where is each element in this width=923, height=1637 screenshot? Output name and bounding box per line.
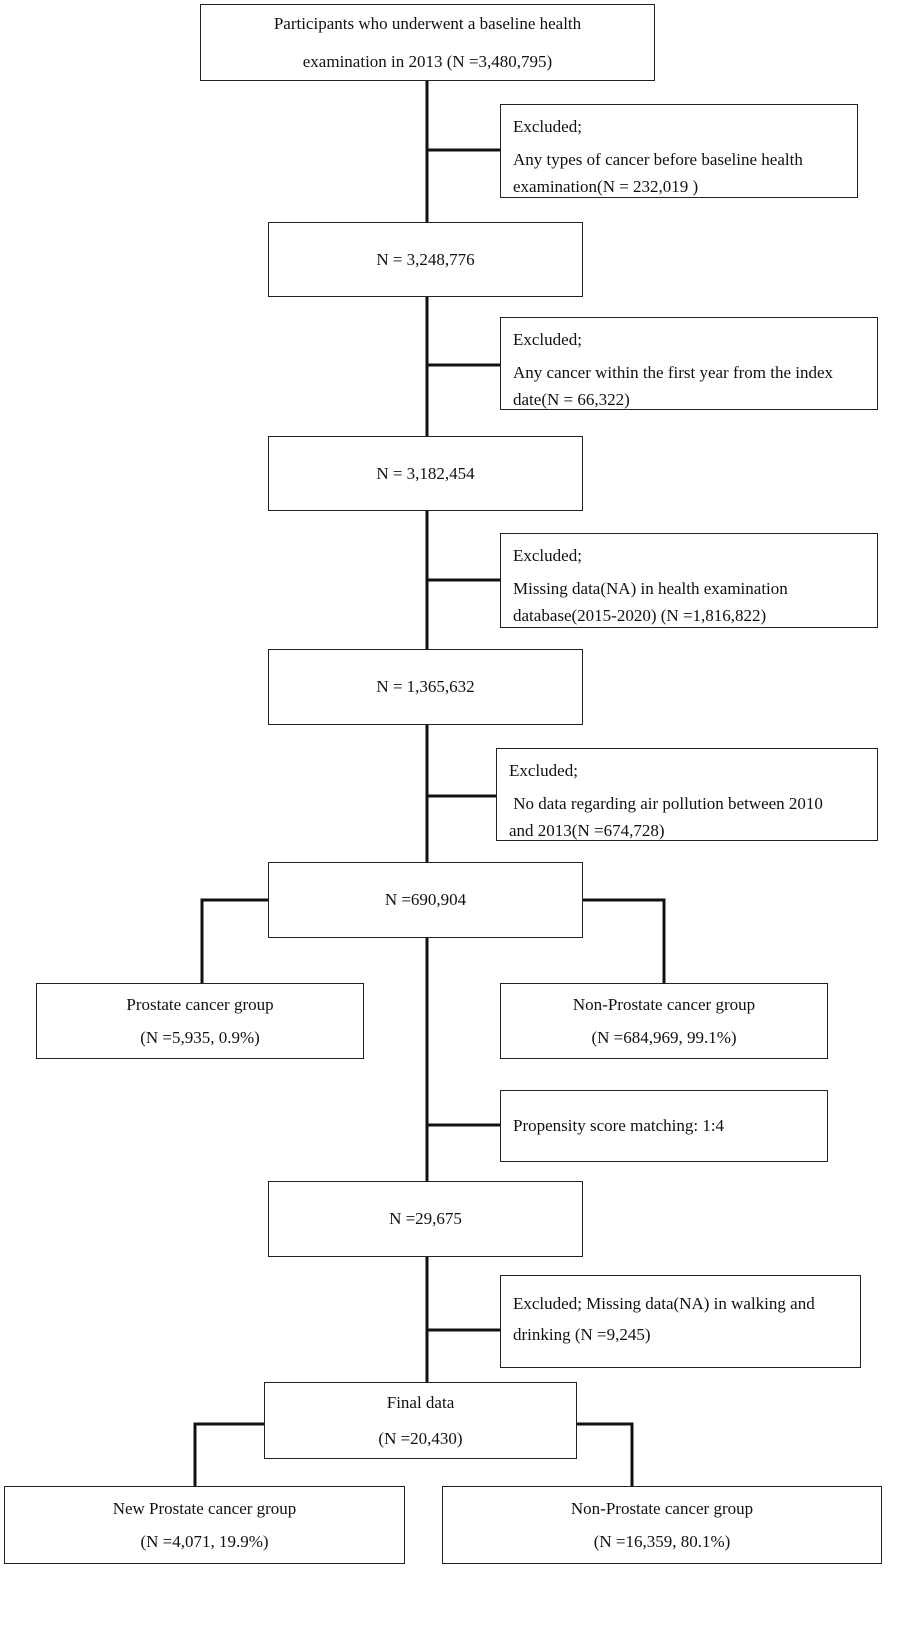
- non-prostate-group-box: Non-Prostate cancer group (N =684,969, 9…: [500, 983, 828, 1059]
- count-5-text: N =29,675: [389, 1209, 462, 1229]
- branch-newprostate: [193, 1422, 265, 1487]
- final-data-count: (N =20,430): [378, 1428, 463, 1448]
- exclusion-4-line-2: and 2013(N =674,728): [509, 821, 665, 841]
- new-prostate-group-count: (N =4,071, 19.9%): [140, 1532, 269, 1551]
- exclusion-box-3: Excluded; Missing data(NA) in health exa…: [500, 533, 878, 628]
- branch-nonprostate: [582, 898, 666, 984]
- count-box-4: N =690,904: [268, 862, 583, 938]
- prostate-group-count: (N =5,935, 0.9%): [140, 1028, 260, 1047]
- non-prostate-group-count: (N =684,969, 99.1%): [591, 1028, 737, 1047]
- final-data-title: Final data: [386, 1393, 455, 1413]
- non-prostate-group-2-title: Non-Prostate cancer group: [570, 1498, 754, 1518]
- non-prostate-group-2-count: (N =16,359, 80.1%): [593, 1532, 731, 1551]
- propensity-matching-text: Propensity score matching: 1:4: [513, 1116, 725, 1136]
- exclusion-3-line-2: database(2015-2020) (N =1,816,822): [513, 606, 767, 626]
- non-prostate-group-2-box: Non-Prostate cancer group (N =16,359, 80…: [442, 1486, 882, 1564]
- branch-prostate: [200, 898, 268, 984]
- count-2-text: N = 3,182,454: [376, 463, 475, 483]
- exclusion-3-title: Excluded;: [513, 546, 582, 565]
- exclusion-2-line-1: Any cancer within the first year from th…: [513, 363, 834, 383]
- final-data-box: Final data (N =20,430): [264, 1382, 577, 1459]
- exclusion-box-5: Excluded; Missing data(NA) in walking an…: [500, 1275, 861, 1368]
- baseline-line-1: Participants who underwent a baseline he…: [273, 13, 582, 33]
- baseline-line-2: examination in 2013 (N =3,480,795): [302, 51, 553, 71]
- exclusion-2-title: Excluded;: [513, 330, 582, 349]
- prostate-group-box: Prostate cancer group (N =5,935, 0.9%): [36, 983, 364, 1059]
- exclusion-1-title: Excluded;: [513, 117, 582, 136]
- new-prostate-group-title: New Prostate cancer group: [112, 1498, 297, 1518]
- exclusion-4-line-1: No data regarding air pollution between …: [509, 794, 823, 814]
- exclusion-3-line-1: Missing data(NA) in health examination: [513, 579, 788, 599]
- branch-nonprostate2: [576, 1422, 634, 1487]
- count-4-text: N =690,904: [384, 890, 467, 910]
- exclusion-5-line-2: drinking (N =9,245): [513, 1325, 651, 1345]
- exclusion-box-2: Excluded; Any cancer within the first ye…: [500, 317, 878, 410]
- exclusion-4-title: Excluded;: [509, 761, 578, 780]
- exclusion-box-1: Excluded; Any types of cancer before bas…: [500, 104, 858, 198]
- baseline-box: Participants who underwent a baseline he…: [200, 4, 655, 81]
- exclusion-box-4: Excluded; No data regarding air pollutio…: [496, 748, 878, 841]
- exclusion-5-line-1: Excluded; Missing data(NA) in walking an…: [513, 1294, 815, 1313]
- count-1-text: N = 3,248,776: [376, 249, 475, 269]
- exclusion-1-line-1: Any types of cancer before baseline heal…: [513, 150, 803, 170]
- count-box-5: N =29,675: [268, 1181, 583, 1257]
- new-prostate-group-box: New Prostate cancer group (N =4,071, 19.…: [4, 1486, 405, 1564]
- count-box-2: N = 3,182,454: [268, 436, 583, 511]
- non-prostate-group-title: Non-Prostate cancer group: [572, 994, 756, 1014]
- propensity-matching-box: Propensity score matching: 1:4: [500, 1090, 828, 1162]
- count-box-1: N = 3,248,776: [268, 222, 583, 297]
- count-3-text: N = 1,365,632: [376, 677, 475, 697]
- prostate-group-title: Prostate cancer group: [126, 994, 274, 1014]
- exclusion-2-line-2: date(N = 66,322): [513, 390, 630, 410]
- exclusion-1-line-2: examination(N = 232,019 ): [513, 177, 699, 197]
- count-box-3: N = 1,365,632: [268, 649, 583, 725]
